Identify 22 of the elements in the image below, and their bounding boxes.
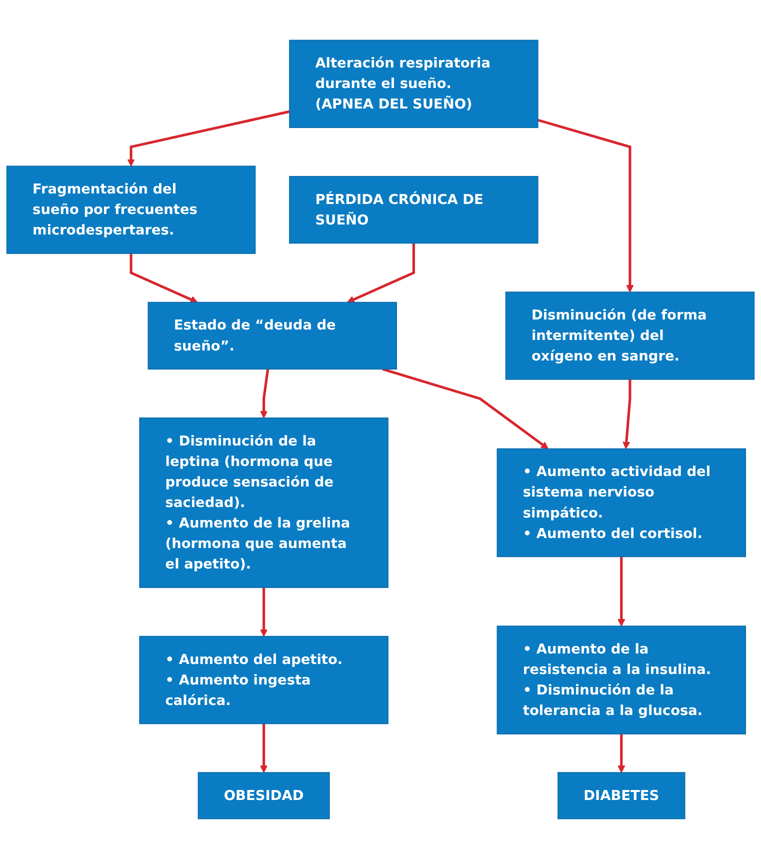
arrow bbox=[260, 724, 268, 773]
arrow bbox=[382, 368, 548, 450]
arrow bbox=[127, 110, 290, 166]
node-box: PÉRDIDA CRÓNICA DE SUEÑO bbox=[289, 176, 538, 244]
node-box: • Aumento del apetito. • Aumento ingesta calórica. bbox=[139, 636, 388, 724]
node-box: DIABETES bbox=[558, 772, 686, 820]
arrow bbox=[622, 379, 632, 450]
arrow bbox=[260, 588, 268, 637]
node-box: Disminución (de forma intermitente) del oxígeno en sangre. bbox=[505, 292, 755, 380]
node-box: • Aumento actividad del sistema nervioso simpático. • Aumento del cortisol. bbox=[496, 448, 746, 558]
arrow bbox=[618, 734, 626, 773]
node-box: • Aumento de la resistencia a la insulina. • Disminución de la tolerancia a la glucosa. bbox=[496, 626, 746, 734]
arrow bbox=[130, 254, 198, 303]
node-box: • Disminución de la leptina (hormona que produce sensación de saciedad). • Aumento de la grelina (hormona que aumenta el apetito). bbox=[139, 418, 388, 588]
node-box: OBESIDAD bbox=[198, 772, 330, 820]
arrow bbox=[347, 243, 415, 303]
node-box: Alteración respiratoria durante el sueño. (APNEA DEL SUEÑO) bbox=[289, 40, 538, 128]
arrow bbox=[618, 556, 626, 626]
arrow bbox=[538, 118, 634, 292]
node-box: Fragmentación del sueño por frecuentes microdespertares. bbox=[6, 166, 256, 254]
arrow bbox=[260, 368, 270, 418]
node-box: Estado de “deuda de sueño”. bbox=[148, 302, 397, 370]
